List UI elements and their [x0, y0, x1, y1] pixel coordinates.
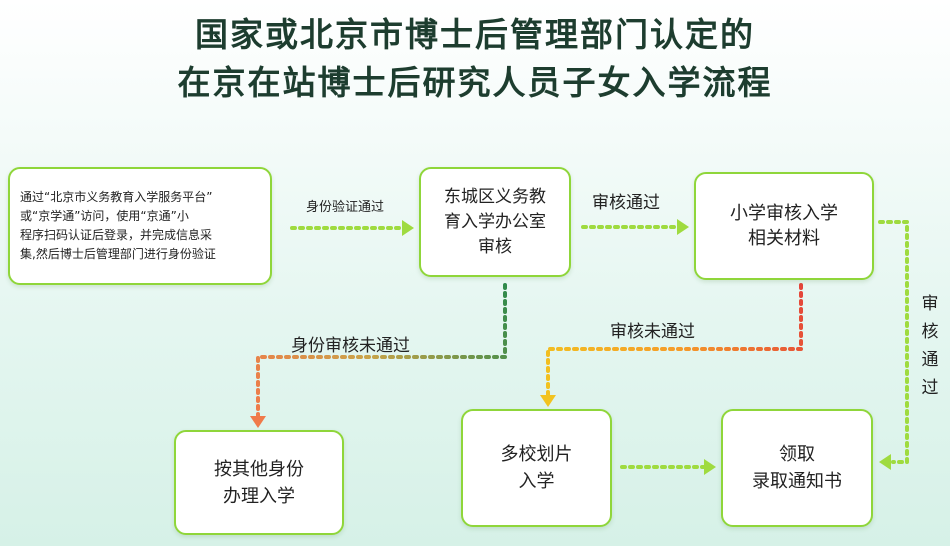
node-dongcheng-line: 育入学办公室 — [444, 211, 546, 232]
node-start-line: 通过“北京市义务教育入学服务平台” — [20, 190, 213, 204]
edge-label-identity-review-fail: 身份审核未通过 — [291, 336, 410, 356]
node-start-line: 或“京学通”访问，使用“京通”小 — [20, 209, 189, 223]
node-notice-line: 录取通知书 — [752, 471, 842, 492]
node-start-line: 程序扫码认证后登录，并完成信息采 — [20, 228, 213, 242]
node-other-line: 按其他身份 — [214, 458, 304, 480]
node-multi-line: 入学 — [518, 471, 555, 492]
edge-label-identity-verified: 身份验证通过 — [306, 200, 385, 215]
arrowhead-dongcheng-to-other — [250, 416, 266, 428]
arrowhead-primary-to-notice — [879, 454, 891, 470]
edge-dongcheng-to-other — [256, 283, 507, 420]
arrowhead-dongcheng-to-primary — [677, 219, 689, 235]
node-start-verification: 通过“北京市义务教育入学服务平台” 或“京学通”访问，使用“京通”小 程序扫码认… — [8, 167, 272, 285]
arrowhead-start-to-dongcheng — [402, 220, 414, 236]
node-dongcheng-line: 东城区义务教 — [444, 186, 546, 207]
node-other-line: 办理入学 — [223, 485, 295, 507]
node-dongcheng-office: 东城区义务教 育入学办公室 审核 — [419, 167, 571, 277]
node-primary-school-review: 小学审核入学 相关材料 — [694, 172, 874, 280]
node-primary-line: 相关材料 — [748, 228, 820, 249]
edge-primary-to-multi — [546, 283, 803, 398]
edge-primary-to-notice — [878, 220, 909, 464]
diagram-title-line-1: 国家或北京市博士后管理部门认定的 — [195, 15, 755, 54]
diagram-title-line-2: 在京在站博士后研究人员子女入学流程 — [177, 63, 773, 102]
node-notice-line: 领取 — [779, 444, 815, 465]
node-multi-line: 多校划片 — [500, 444, 573, 465]
edge-label-review-fail-2: 审核未通过 — [610, 322, 695, 342]
arrowhead-primary-to-multi — [540, 395, 556, 407]
node-primary-line: 小学审核入学 — [730, 203, 838, 224]
node-dongcheng-line: 审核 — [478, 236, 512, 257]
node-start-line: 集,然后博士后管理部门进行身份验证 — [20, 247, 216, 261]
node-admission-notice: 领取 录取通知书 — [721, 409, 873, 527]
arrowhead-multi-to-notice — [704, 459, 716, 475]
edge-label-review-pass-1: 审核通过 — [592, 193, 660, 213]
edge-label-review-pass-2: 审核通过 — [921, 294, 939, 398]
node-other-identity: 按其他身份 办理入学 — [174, 430, 344, 535]
node-multi-school: 多校划片 入学 — [461, 409, 612, 527]
